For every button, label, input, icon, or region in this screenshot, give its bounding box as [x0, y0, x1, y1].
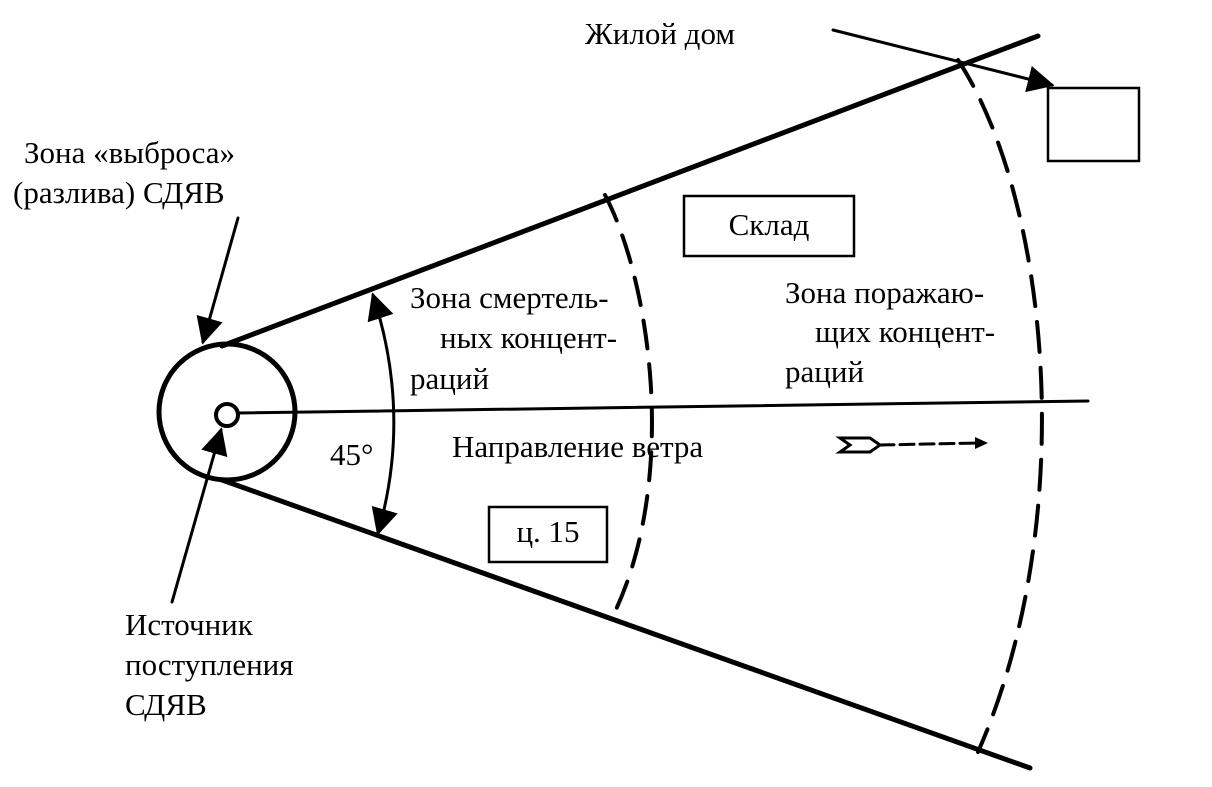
warehouse-box: [682, 194, 856, 258]
lethal-zone-boundary-arc: [603, 193, 654, 620]
house-label: Жилой дом: [585, 16, 735, 51]
release-zone-label: Зона «выброса» (разлива) СДЯВ: [13, 135, 243, 210]
wind-direction-label: Направление ветра: [452, 429, 703, 464]
source-point: [214, 402, 240, 428]
house-pointer-arrow: [831, 28, 1055, 93]
sector-lower-boundary: [219, 477, 1033, 771]
angle-arc: [367, 292, 398, 536]
source-label: Источник поступления СДЯВ: [125, 607, 301, 722]
residential-house-box: [1046, 86, 1141, 163]
damaging-zone-boundary-arc: [956, 58, 1044, 754]
angle-label: 45°: [330, 437, 373, 472]
release-zone-pointer-arrow: [196, 216, 240, 345]
sector-upper-boundary: [219, 33, 1041, 349]
wind-direction-arrow: [835, 436, 988, 454]
damaging-zone-label: Зона поражаю- щих концент- раций: [785, 275, 1003, 389]
lethal-zone-label: Зона смертель- ных концент- раций: [410, 280, 625, 396]
wind-axis-line: [236, 399, 1090, 415]
workshop-label: ц. 15: [516, 514, 579, 549]
source-pointer-arrow: [170, 427, 228, 604]
workshop-box: [487, 505, 609, 564]
warehouse-label: Склад: [729, 207, 810, 242]
